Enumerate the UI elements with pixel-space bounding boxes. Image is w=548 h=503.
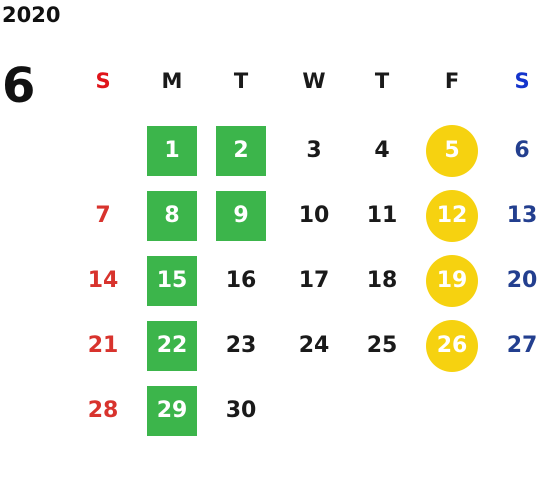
day-cell[interactable]: 18 <box>366 268 398 293</box>
day-cell[interactable]: 22 <box>147 321 197 371</box>
day-cell[interactable]: 17 <box>298 268 330 293</box>
month-label: 6 <box>2 58 36 114</box>
day-cell[interactable]: 7 <box>95 203 111 228</box>
weekday-header: S <box>514 68 530 93</box>
day-cell[interactable]: 25 <box>366 333 398 358</box>
day-cell[interactable]: 1 <box>147 126 197 176</box>
day-cell[interactable]: 29 <box>147 386 197 436</box>
day-cell[interactable]: 5 <box>426 125 478 177</box>
weekday-header: F <box>444 68 460 93</box>
weekday-header: T <box>233 68 249 93</box>
day-cell[interactable]: 14 <box>87 268 119 293</box>
day-cell[interactable]: 27 <box>506 333 538 358</box>
day-cell[interactable]: 26 <box>426 320 478 372</box>
weekday-header: W <box>302 68 326 93</box>
day-cell[interactable]: 10 <box>298 203 330 228</box>
day-cell[interactable]: 8 <box>147 191 197 241</box>
day-cell[interactable]: 13 <box>506 203 538 228</box>
day-cell[interactable]: 6 <box>514 138 530 163</box>
weekday-header: M <box>161 68 183 93</box>
day-cell[interactable]: 3 <box>306 138 322 163</box>
day-cell[interactable]: 19 <box>426 255 478 307</box>
day-cell[interactable]: 24 <box>298 333 330 358</box>
day-cell[interactable]: 4 <box>374 138 390 163</box>
day-cell[interactable]: 21 <box>87 333 119 358</box>
day-cell[interactable]: 23 <box>225 333 257 358</box>
weekday-header: T <box>374 68 390 93</box>
day-cell[interactable]: 16 <box>225 268 257 293</box>
day-cell[interactable]: 2 <box>216 126 266 176</box>
year-label: 2020 <box>2 3 61 27</box>
day-cell[interactable]: 11 <box>366 203 398 228</box>
day-cell[interactable]: 30 <box>225 398 257 423</box>
day-cell[interactable]: 9 <box>216 191 266 241</box>
day-cell[interactable]: 12 <box>426 190 478 242</box>
weekday-header: S <box>95 68 111 93</box>
day-cell[interactable]: 28 <box>87 398 119 423</box>
day-cell[interactable]: 15 <box>147 256 197 306</box>
day-cell[interactable]: 20 <box>506 268 538 293</box>
